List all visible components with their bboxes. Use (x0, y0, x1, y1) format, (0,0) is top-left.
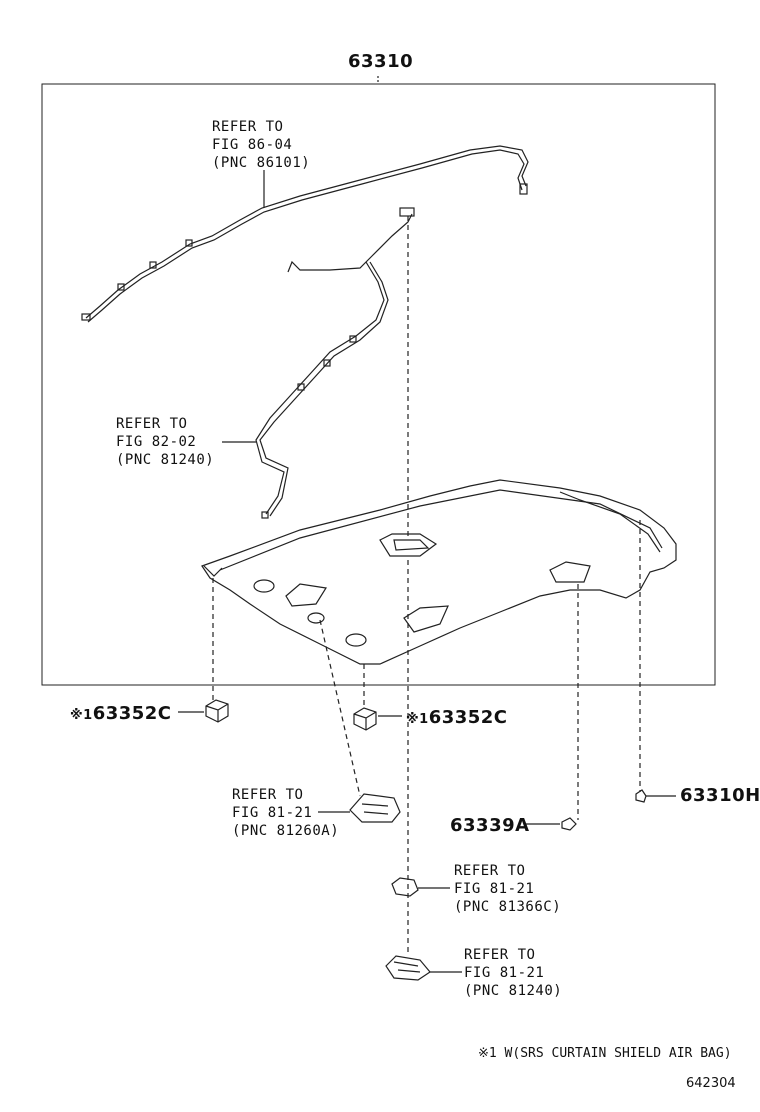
part-number-63310h: 63310H (680, 785, 760, 806)
ref-wire-upper: REFER TO FIG 86-04 (PNC 86101) (212, 118, 310, 173)
footnote: ※1 W(SRS CURTAIN SHIELD AIR BAG) (478, 1046, 732, 1061)
clip-63352c-right (353, 707, 377, 731)
map-lamp (349, 793, 401, 823)
ref-line: REFER TO (464, 947, 536, 963)
ref-line: (PNC 81366C) (454, 899, 562, 916)
ref-line: REFER TO (454, 863, 526, 879)
clip-63352c-left (205, 699, 229, 723)
ref-line: (PNC 81240) (116, 452, 215, 469)
ref-wire-lower: REFER TO FIG 82-02 (PNC 81240) (116, 415, 214, 470)
ref-line: (PNC 86101) (212, 155, 311, 172)
wire-harness-lower (255, 207, 415, 519)
bracket-63339a (561, 817, 577, 831)
part-number-63310: 63310 (348, 51, 414, 72)
label-clip-left: ※163352C (70, 702, 172, 725)
label-clip-right: ※163352C (406, 706, 508, 729)
ref-line: FIG 82-02 (116, 434, 197, 451)
note-mark: ※1 (70, 708, 93, 723)
part-number-63339a: 63339A (450, 815, 530, 836)
part-number: 63352C (92, 703, 172, 724)
ref-map-lamp: REFER TO FIG 81-21 (PNC 81260A) (232, 786, 339, 841)
switch (391, 877, 419, 897)
ref-line: FIG 81-21 (232, 805, 313, 822)
dashed-leaders (212, 216, 641, 956)
ref-switch: REFER TO FIG 81-21 (PNC 81366C) (454, 862, 561, 917)
part-number: 63352C (428, 707, 508, 728)
ref-line: FIG 86-04 (212, 137, 293, 154)
ref-room-lamp: REFER TO FIG 81-21 (PNC 81240) (464, 946, 562, 1001)
figure-code: 642304 (686, 1076, 736, 1091)
ref-line: FIG 81-21 (464, 965, 545, 982)
ref-line: REFER TO (212, 119, 284, 135)
ref-line: REFER TO (232, 787, 304, 803)
ref-line: (PNC 81260A) (232, 823, 340, 840)
note-mark: ※1 (406, 712, 429, 727)
headliner-panel (201, 479, 677, 665)
room-lamp (385, 955, 431, 981)
clip-63310h (635, 789, 647, 803)
ref-line: (PNC 81240) (464, 983, 563, 1000)
ref-line: FIG 81-21 (454, 881, 535, 898)
wire-harness-upper (81, 145, 529, 323)
assembly-frame (41, 83, 716, 686)
ref-line: REFER TO (116, 416, 188, 432)
